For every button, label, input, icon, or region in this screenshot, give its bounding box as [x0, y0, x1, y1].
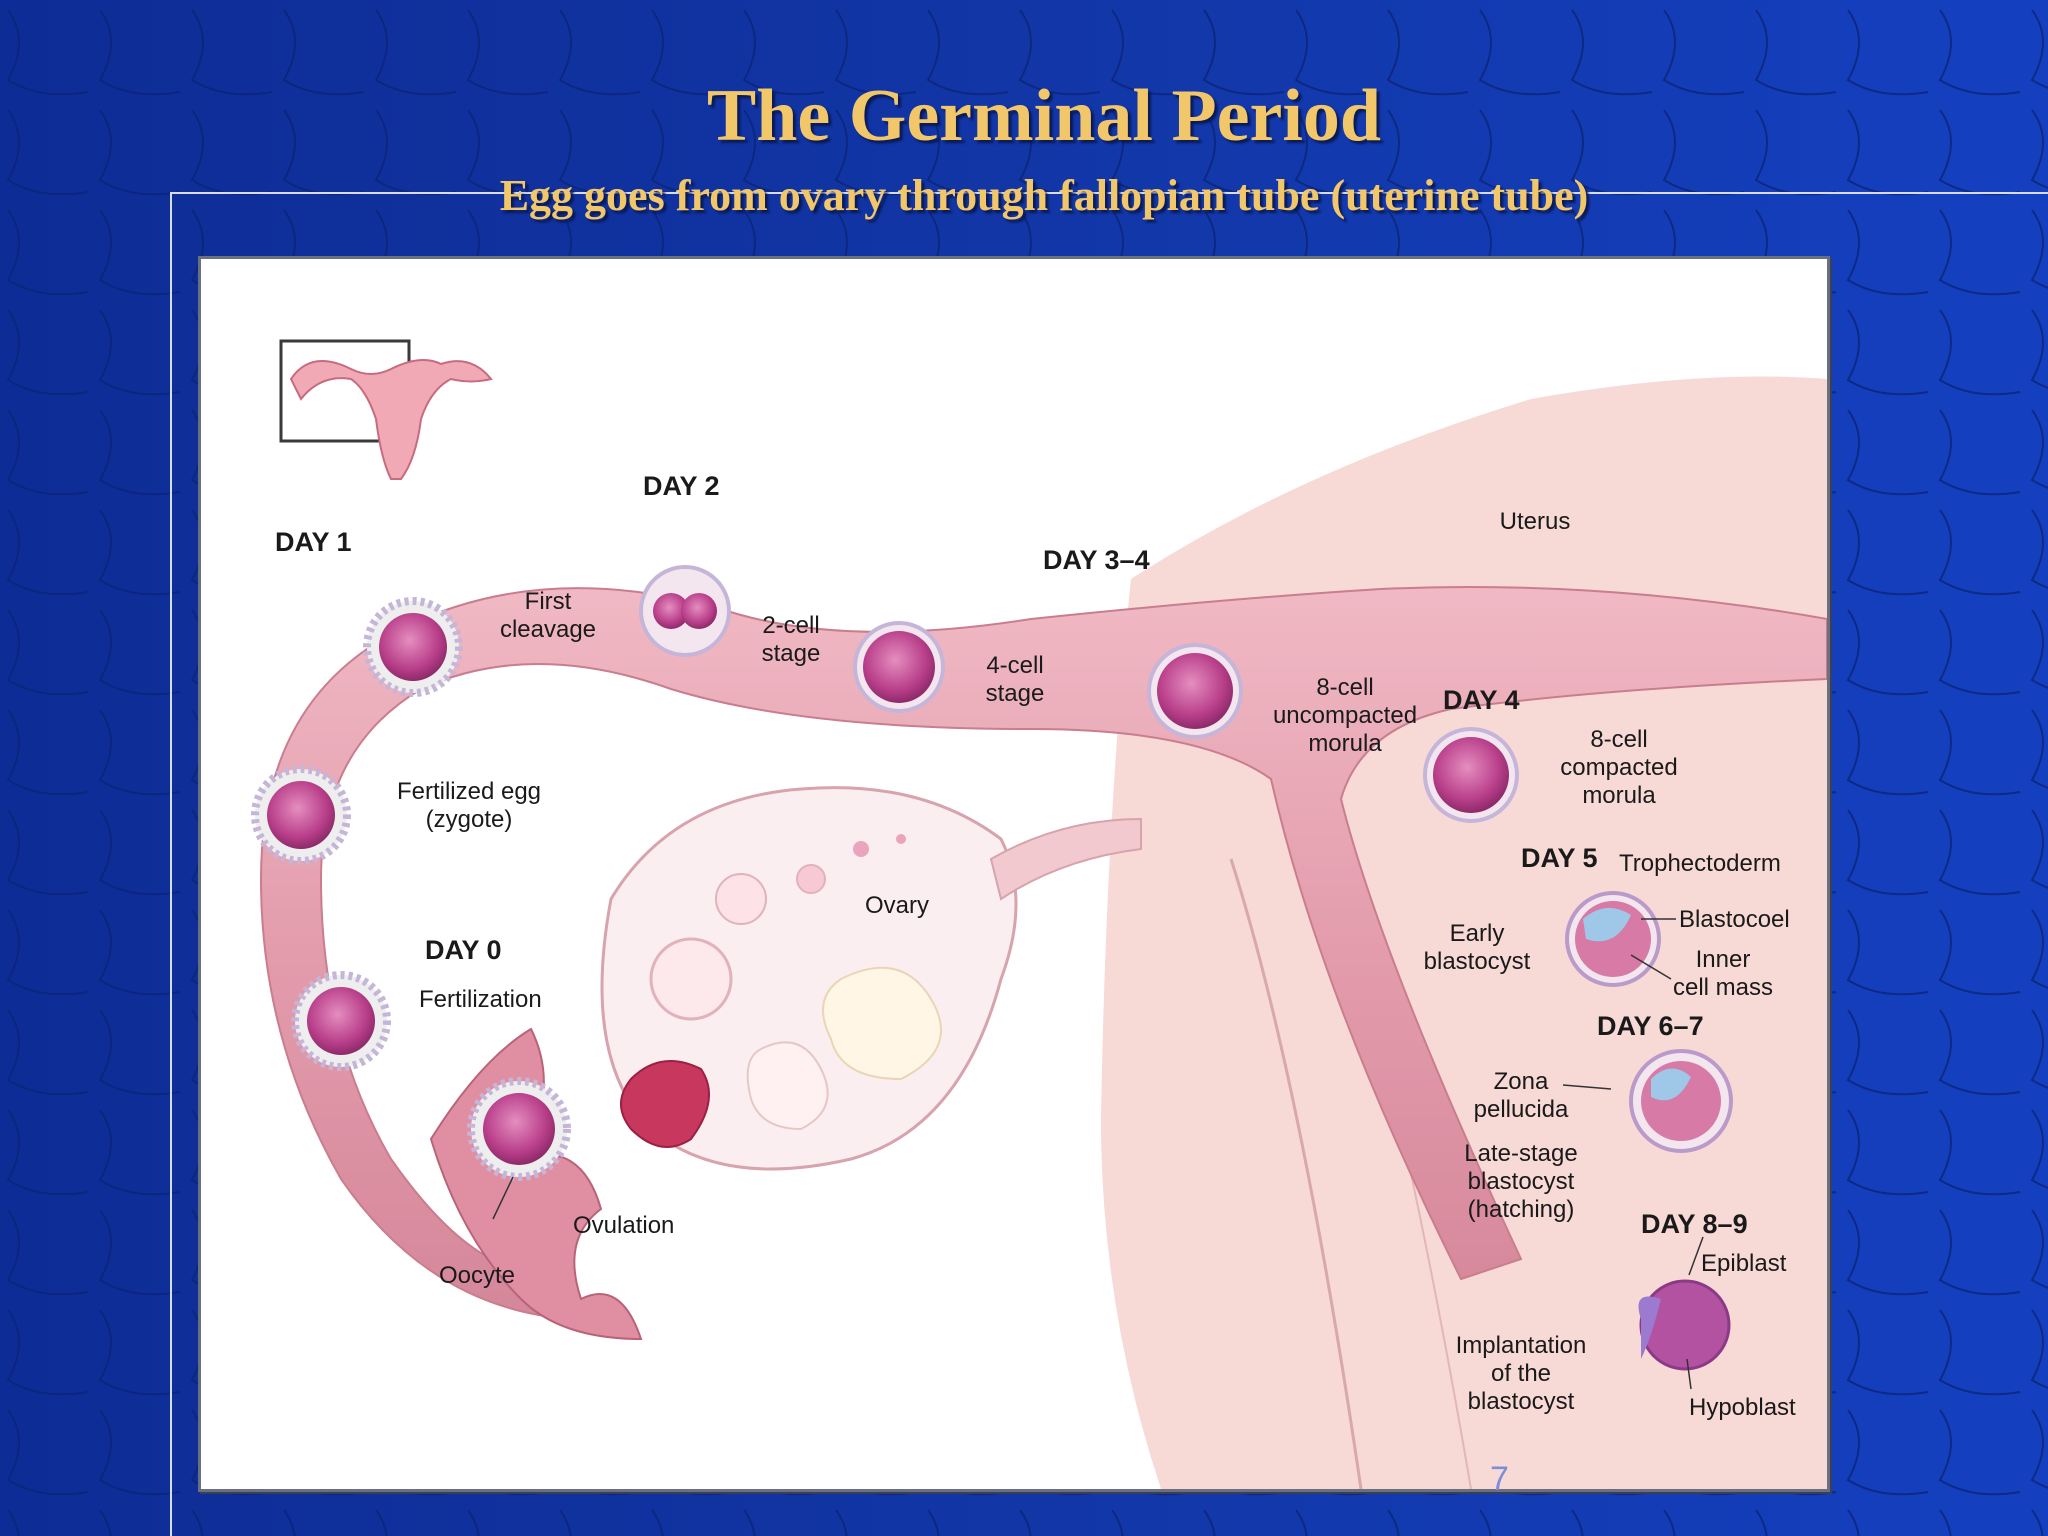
blastocoel-label: Blastocoel	[1679, 906, 1790, 933]
ruptured-follicle	[620, 1060, 710, 1148]
two-cell-label-line1: 2-cell	[762, 612, 819, 639]
uterus-inset-icon	[279, 339, 493, 480]
fertilization-cell	[291, 971, 391, 1071]
early-blastocyst-cell	[1565, 891, 1661, 987]
eight-cell-uncompacted-label-line3: morula	[1308, 730, 1382, 757]
zygote-cell	[251, 765, 351, 865]
two-cell-stage-cell	[639, 565, 731, 657]
ovulation-label: Ovulation	[573, 1212, 674, 1239]
implantation-label-line1: Implantation	[1456, 1332, 1587, 1359]
inner-cell-mass-label-line2: cell mass	[1673, 974, 1773, 1001]
leader-lines	[492, 918, 1704, 1390]
first-cleavage-label-line1: First	[525, 588, 572, 615]
day-2-label: DAY 2	[643, 471, 720, 501]
implanting-blastocyst-cell	[1638, 1279, 1731, 1371]
day-1-label: DAY 1	[275, 527, 352, 557]
eight-cell-uncompacted-label-line1: 8-cell	[1316, 674, 1373, 701]
early-blastocyst-label-line1: Early	[1450, 920, 1505, 947]
slide-title: The Germinal Period	[706, 75, 1382, 157]
late-stage-label-line2: blastocyst	[1468, 1168, 1575, 1195]
day-3-4-label: DAY 3–4	[1043, 545, 1150, 575]
oocyte-cell	[467, 1077, 571, 1181]
late-blastocyst-cell	[1629, 1049, 1733, 1153]
germinal-period-diagram: DAY 1 DAY 2 DAY 3–4 DAY 4 DAY 5 DAY 6–7 …	[251, 339, 1827, 1489]
zona-pellucida-label-line1: Zona	[1494, 1068, 1549, 1095]
diagram-panel: DAY 1 DAY 2 DAY 3–4 DAY 4 DAY 5 DAY 6–7 …	[198, 256, 1830, 1492]
implantation-label-line2: of the	[1491, 1360, 1551, 1387]
fimbriae	[429, 1027, 643, 1341]
oocyte-label: Oocyte	[439, 1262, 515, 1289]
eight-cell-uncompacted-cell	[1147, 643, 1243, 739]
early-blastocyst-label-line2: blastocyst	[1424, 948, 1531, 975]
day-4-label: DAY 4	[1443, 685, 1520, 715]
fertilized-egg-label-line1: Fertilized egg	[397, 778, 541, 805]
uterus-wall	[1229, 858, 1363, 1489]
fertilization-label: Fertilization	[419, 986, 542, 1013]
eight-cell-compacted-cell	[1423, 727, 1519, 823]
ovary-label: Ovary	[865, 892, 929, 919]
epiblast-label: Epiblast	[1701, 1250, 1787, 1277]
day-5-label: DAY 5	[1521, 843, 1598, 873]
day-6-7-label: DAY 6–7	[1597, 1011, 1704, 1041]
late-stage-label-line3: (hatching)	[1468, 1196, 1575, 1223]
eight-cell-compacted-label-line3: morula	[1582, 782, 1656, 809]
page-number: 7	[1490, 1460, 1509, 1498]
late-stage-label-line1: Late-stage	[1464, 1140, 1577, 1167]
trophectoderm-label: Trophectoderm	[1619, 850, 1781, 877]
frame-line-horizontal	[172, 192, 2048, 194]
uterus-label: Uterus	[1500, 508, 1571, 535]
implantation-label-line3: blastocyst	[1468, 1388, 1575, 1415]
two-cell-label-line2: stage	[762, 640, 821, 667]
first-cleavage-cell	[363, 597, 463, 697]
frame-line-vertical	[170, 192, 172, 1536]
day-8-9-label: DAY 8–9	[1641, 1209, 1748, 1239]
eight-cell-uncompacted-label-line2: uncompacted	[1273, 702, 1417, 729]
day-0-label: DAY 0	[425, 935, 502, 965]
four-cell-stage-cell	[853, 621, 945, 713]
four-cell-label-line1: 4-cell	[986, 652, 1043, 679]
ovarian-ligament	[989, 817, 1142, 901]
fertilized-egg-label-line2: (zygote)	[426, 806, 513, 833]
first-cleavage-label-line2: cleavage	[500, 616, 596, 643]
slide-subtitle: Egg goes from ovary through fallopian tu…	[499, 171, 1589, 220]
hypoblast-label: Hypoblast	[1689, 1394, 1796, 1421]
eight-cell-compacted-label-line1: 8-cell	[1590, 726, 1647, 753]
eight-cell-compacted-label-line2: compacted	[1560, 754, 1677, 781]
four-cell-label-line2: stage	[986, 680, 1045, 707]
inner-cell-mass-label-line1: Inner	[1696, 946, 1751, 973]
zona-pellucida-label-line2: pellucida	[1474, 1096, 1569, 1123]
